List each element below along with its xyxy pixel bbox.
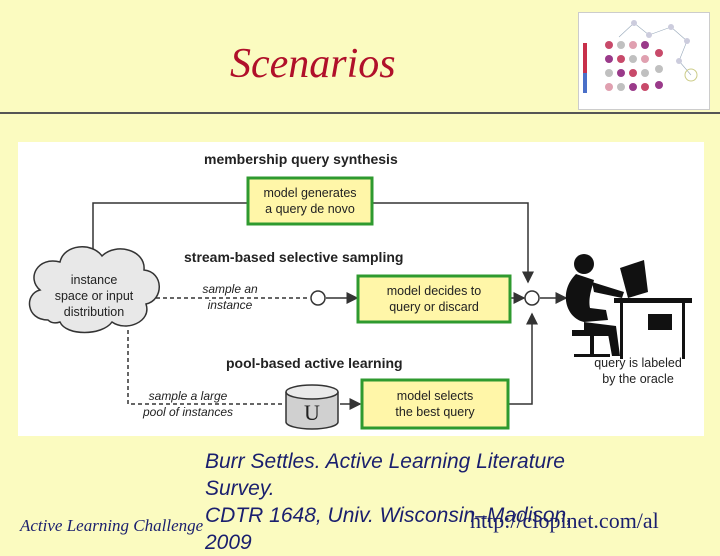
slide-title: Scenarios — [230, 41, 396, 87]
heading-membership-query-synthesis: membership query synthesis — [204, 151, 398, 167]
sample-pool-label-2: pool of instances — [142, 405, 233, 419]
cloud-label-2: space or input — [55, 289, 134, 303]
sample-instance-label-2: instance — [208, 298, 253, 312]
box-model-decides: model decides to query or discard — [356, 274, 512, 324]
svg-text:query or discard: query or discard — [389, 300, 479, 314]
svg-text:model decides to: model decides to — [387, 284, 482, 298]
person-at-computer-icon — [565, 254, 692, 359]
pool-symbol: U — [304, 400, 320, 425]
network-graph-thumbnail — [578, 12, 710, 110]
merge-node — [524, 290, 540, 306]
box-model-generates: model generates a query de novo — [246, 176, 374, 226]
diagram-connectors — [92, 202, 568, 410]
citation-line-1: Burr Settles. Active Learning Literature — [205, 450, 565, 473]
footer-title: Active Learning Challenge — [20, 516, 204, 535]
heading-pool-based-learning: pool-based active learning — [226, 355, 403, 371]
cloud-icon: instance space or input distribution — [28, 246, 160, 334]
footer-url-link[interactable]: http://clopinet.com/al — [470, 508, 659, 533]
instance-node — [310, 290, 326, 306]
svg-text:a query de novo: a query de novo — [265, 202, 355, 216]
heading-stream-based-sampling: stream-based selective sampling — [184, 249, 403, 265]
citation-line-2: Survey. — [205, 477, 275, 500]
database-cylinder-icon: U — [285, 384, 339, 430]
scenarios-diagram: membership query synthesis stream-based … — [18, 142, 704, 436]
svg-text:model selects: model selects — [397, 389, 473, 403]
sample-pool-label-1: sample a large — [149, 389, 228, 403]
cloud-label-1: instance — [71, 273, 118, 287]
svg-text:the best query: the best query — [395, 405, 475, 419]
citation-line-3: CDTR 1648, Univ. Wisconsin–Madison, — [205, 504, 573, 527]
oracle-label-1: query is labeled — [594, 356, 682, 370]
cloud-label-3: distribution — [64, 305, 124, 319]
svg-text:model generates: model generates — [263, 186, 356, 200]
citation: Burr Settles. Active Learning Literature… — [205, 448, 572, 556]
box-model-selects: model selects the best query — [360, 378, 510, 430]
sample-instance-label-1: sample an — [202, 282, 258, 296]
oracle-label-2: by the oracle — [602, 372, 674, 386]
title-divider — [0, 112, 720, 114]
